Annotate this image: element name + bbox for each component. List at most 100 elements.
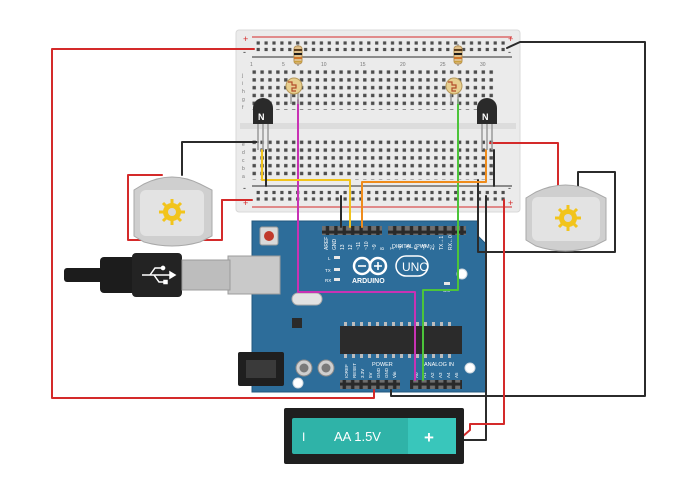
top-rail-holes[interactable] — [255, 40, 505, 53]
digital-header-right-holes[interactable] — [388, 226, 466, 235]
battery-positive-end — [408, 418, 456, 454]
motor-gear-icon — [159, 199, 185, 225]
wire-orange-base-right[interactable] — [361, 149, 487, 228]
analog-label: ANALOG IN — [424, 362, 454, 368]
top-rail-plus-label-right: + — [508, 34, 513, 44]
top-rail-plus-label: + — [243, 34, 248, 44]
mounting-hole — [464, 362, 476, 374]
col-number: 20 — [400, 62, 406, 68]
battery-plus-label: + — [424, 428, 434, 447]
pin-label-10: ~10 — [364, 241, 370, 250]
battery-minus-label: I — [302, 430, 305, 444]
photoresistor-right[interactable] — [445, 77, 463, 104]
wire-red-5v-to-top-rail[interactable] — [51, 48, 375, 399]
col-number: 25 — [440, 62, 446, 68]
pin-label-gnd1: GND — [376, 367, 381, 378]
arduino-logo: ARDUINO UNO — [352, 255, 429, 285]
wire-black-battery[interactable] — [461, 195, 487, 441]
pin-label-tx1: TX→1 — [439, 236, 445, 250]
uno-badge — [395, 255, 429, 277]
pin-label-reset: RESET — [352, 363, 357, 378]
usb-cable[interactable] — [64, 253, 231, 297]
col-number: 30 — [480, 62, 486, 68]
bottom-rail-holes[interactable] — [255, 190, 505, 203]
col-number: 15 — [360, 62, 366, 68]
wire-black-left-motor[interactable] — [181, 141, 259, 176]
column-numbers-top: 1 5 10 15 20 25 30 — [250, 62, 486, 68]
pin-label-a0: A0 — [414, 372, 419, 378]
led-on — [444, 282, 450, 285]
pin-label-aref: AREF — [324, 237, 330, 250]
wire-yellow-base-left[interactable] — [261, 149, 351, 228]
wire-black-right-motor[interactable] — [477, 171, 616, 253]
wire-magenta-ldr1-to-a0[interactable] — [297, 99, 416, 381]
pin-label-13: 13 — [340, 244, 346, 250]
mounting-hole — [292, 377, 304, 389]
row-letter: e — [242, 142, 245, 148]
logo-infinity-right — [368, 256, 388, 276]
bottom-terminal-strip[interactable] — [250, 140, 496, 180]
pin-label-ioref: IOREF — [344, 364, 349, 378]
digital-header-left-holes[interactable] — [322, 226, 382, 235]
wire-red-battery[interactable] — [461, 199, 505, 438]
led-rx — [334, 278, 340, 281]
pin-label-a3: A3 — [438, 372, 443, 378]
motor-gear-icon — [555, 205, 581, 231]
row-letter: i — [242, 81, 243, 87]
wire-green-ldr2-to-a1[interactable] — [422, 99, 459, 381]
usb-port[interactable] — [227, 255, 281, 295]
pin-label-rx0: RX←0 — [448, 235, 454, 250]
dc-motor-left[interactable] — [133, 176, 213, 247]
capacitor-top — [299, 363, 309, 373]
atmega-chip — [340, 326, 462, 354]
usb-plug-metal — [181, 259, 231, 291]
wires — [51, 41, 646, 441]
chip-pins — [344, 322, 451, 358]
row-letter: j — [241, 73, 243, 79]
transistor-body[interactable] — [477, 98, 497, 124]
wire-black-gnd-to-top-rail[interactable] — [390, 41, 646, 397]
power-pin-labels: IOREF RESET 3.3V 5V GND GND Vin A0 A1 A2… — [344, 363, 459, 378]
row-letter: d — [242, 150, 245, 156]
pin-label-8: 8 — [380, 247, 386, 250]
bottom-rail-minus-label: - — [243, 183, 246, 193]
resistor-right[interactable] — [453, 44, 463, 66]
arduino-logo-text: ARDUINO — [352, 278, 385, 285]
transistor-right[interactable]: N — [477, 98, 497, 150]
led-tx — [334, 268, 340, 271]
arduino-uno[interactable]: AREF GND 13 12 ~11 ~10 ~9 8 7 ~6 ~5 4 ~3… — [227, 220, 487, 393]
transistor-body[interactable] — [253, 98, 273, 124]
reset-button[interactable] — [264, 231, 274, 241]
pin-label-3: ~3 — [422, 244, 428, 250]
aa-battery[interactable]: I AA 1.5V + — [284, 408, 464, 464]
center-channel — [240, 123, 516, 129]
col-number: 10 — [321, 62, 327, 68]
digital-label: DIGITAL (PWM~) — [392, 244, 435, 250]
small-chip — [292, 318, 302, 328]
pin-label-9: ~9 — [372, 244, 378, 250]
col-number: 5 — [282, 62, 285, 68]
pin-label-vin: Vin — [392, 371, 397, 378]
pin-label-a1: A1 — [422, 372, 427, 378]
dc-motor-right[interactable] — [525, 184, 607, 252]
top-rail-minus-label: - — [243, 47, 246, 57]
led-l — [334, 256, 340, 259]
transistor-left[interactable]: N — [253, 98, 273, 150]
led-tx-label: TX — [325, 268, 331, 273]
bottom-rail-plus-label: + — [243, 198, 248, 208]
pin-label-11: ~11 — [356, 242, 362, 250]
power-label: POWER — [372, 362, 393, 368]
row-letter: a — [242, 174, 245, 180]
wire-red-right-motor[interactable] — [489, 142, 559, 189]
ldr-track-icon — [448, 81, 457, 92]
analog-header-holes[interactable] — [410, 380, 462, 389]
pin-label-5: ~5 — [406, 244, 412, 250]
photoresistor-left[interactable] — [285, 77, 303, 104]
wire-red-left-motor[interactable] — [127, 174, 223, 241]
transistor-left-label: N — [258, 112, 265, 122]
power-header-holes[interactable] — [340, 380, 400, 389]
resistor-left[interactable] — [293, 44, 303, 66]
bottom-rail-plus-label-right: + — [508, 198, 513, 208]
pin-label-a2: A2 — [430, 372, 435, 378]
